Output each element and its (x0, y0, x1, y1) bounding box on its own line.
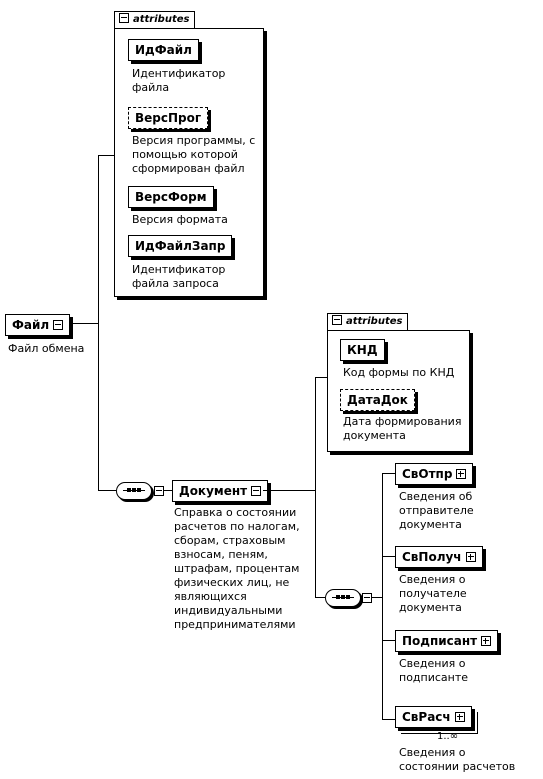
attribute-description: Версия формата (132, 213, 228, 226)
element-description: Сведения о получателе документа (399, 573, 467, 614)
element-name: СвПолуч (402, 550, 462, 564)
attributes-group-label: attributes (346, 316, 403, 327)
sequence-compositor-icon (116, 482, 152, 500)
document-attributes-tab[interactable]: attributes (327, 313, 409, 331)
element-description: Сведения о состоянии расчетов (399, 746, 516, 773)
attribute-name: ВерсФорм (135, 190, 207, 204)
element-svpoluch[interactable]: СвПолуч (395, 546, 483, 568)
root-attributes-tab[interactable]: attributes (114, 11, 196, 29)
collapse-icon[interactable] (53, 320, 64, 330)
element-name: СвОтпр (402, 467, 453, 481)
attribute-versform[interactable]: ВерсФорм (128, 186, 214, 208)
document-description: Справка о состоянии расчетов по налогам,… (174, 506, 300, 631)
attribute-name: ИдФайлЗапр (135, 239, 226, 253)
multiplicity-label: 1..∞ (437, 731, 459, 742)
collapse-icon[interactable] (119, 13, 129, 23)
root-element-name: Файл (12, 318, 50, 332)
collapse-icon[interactable] (362, 593, 372, 603)
element-podpisant[interactable]: Подписант (395, 630, 499, 652)
attribute-name: ВерсПрог (135, 111, 202, 125)
attribute-description: Идентификатор файла запроса (132, 263, 226, 290)
attribute-name: ДатаДок (347, 393, 408, 407)
expand-icon[interactable] (454, 712, 465, 722)
attribute-description: Код формы по КНД (343, 366, 455, 379)
attribute-description: Идентификатор файла (132, 67, 226, 94)
expand-icon[interactable] (465, 552, 476, 562)
attribute-versprog[interactable]: ВерсПрог (128, 107, 209, 129)
document-element-name: Документ (179, 484, 248, 498)
attribute-knd[interactable]: КНД (340, 339, 385, 361)
element-description: Сведения об отправителе документа (399, 490, 474, 531)
attributes-group-label: attributes (133, 14, 190, 25)
attribute-name: КНД (347, 343, 378, 357)
collapse-icon[interactable] (154, 486, 164, 496)
collapse-icon[interactable] (332, 315, 342, 325)
collapse-icon[interactable] (251, 486, 262, 496)
attribute-idfilezapr[interactable]: ИдФайлЗапр (128, 235, 233, 257)
attribute-description: Дата формирования документа (343, 415, 462, 442)
sequence-compositor-icon (325, 589, 361, 607)
expand-icon[interactable] (481, 636, 492, 646)
attribute-name: ИдФайл (135, 43, 192, 57)
attribute-description: Версия программы, с помощью которой сфор… (132, 134, 256, 175)
element-description: Сведения о подписанте (399, 657, 469, 684)
element-svotpr[interactable]: СвОтпр (395, 463, 474, 485)
expand-icon[interactable] (456, 469, 467, 479)
root-element-box[interactable]: Файл (5, 314, 71, 336)
element-svrasch[interactable]: СвРасч (395, 706, 472, 728)
element-name: СвРасч (402, 710, 451, 724)
attribute-idfile[interactable]: ИдФайл (128, 39, 199, 61)
root-element-description: Файл обмена (8, 342, 85, 355)
document-element-box[interactable]: Документ (172, 480, 269, 502)
element-name: Подписант (402, 634, 478, 648)
attribute-datadok[interactable]: ДатаДок (340, 389, 415, 411)
